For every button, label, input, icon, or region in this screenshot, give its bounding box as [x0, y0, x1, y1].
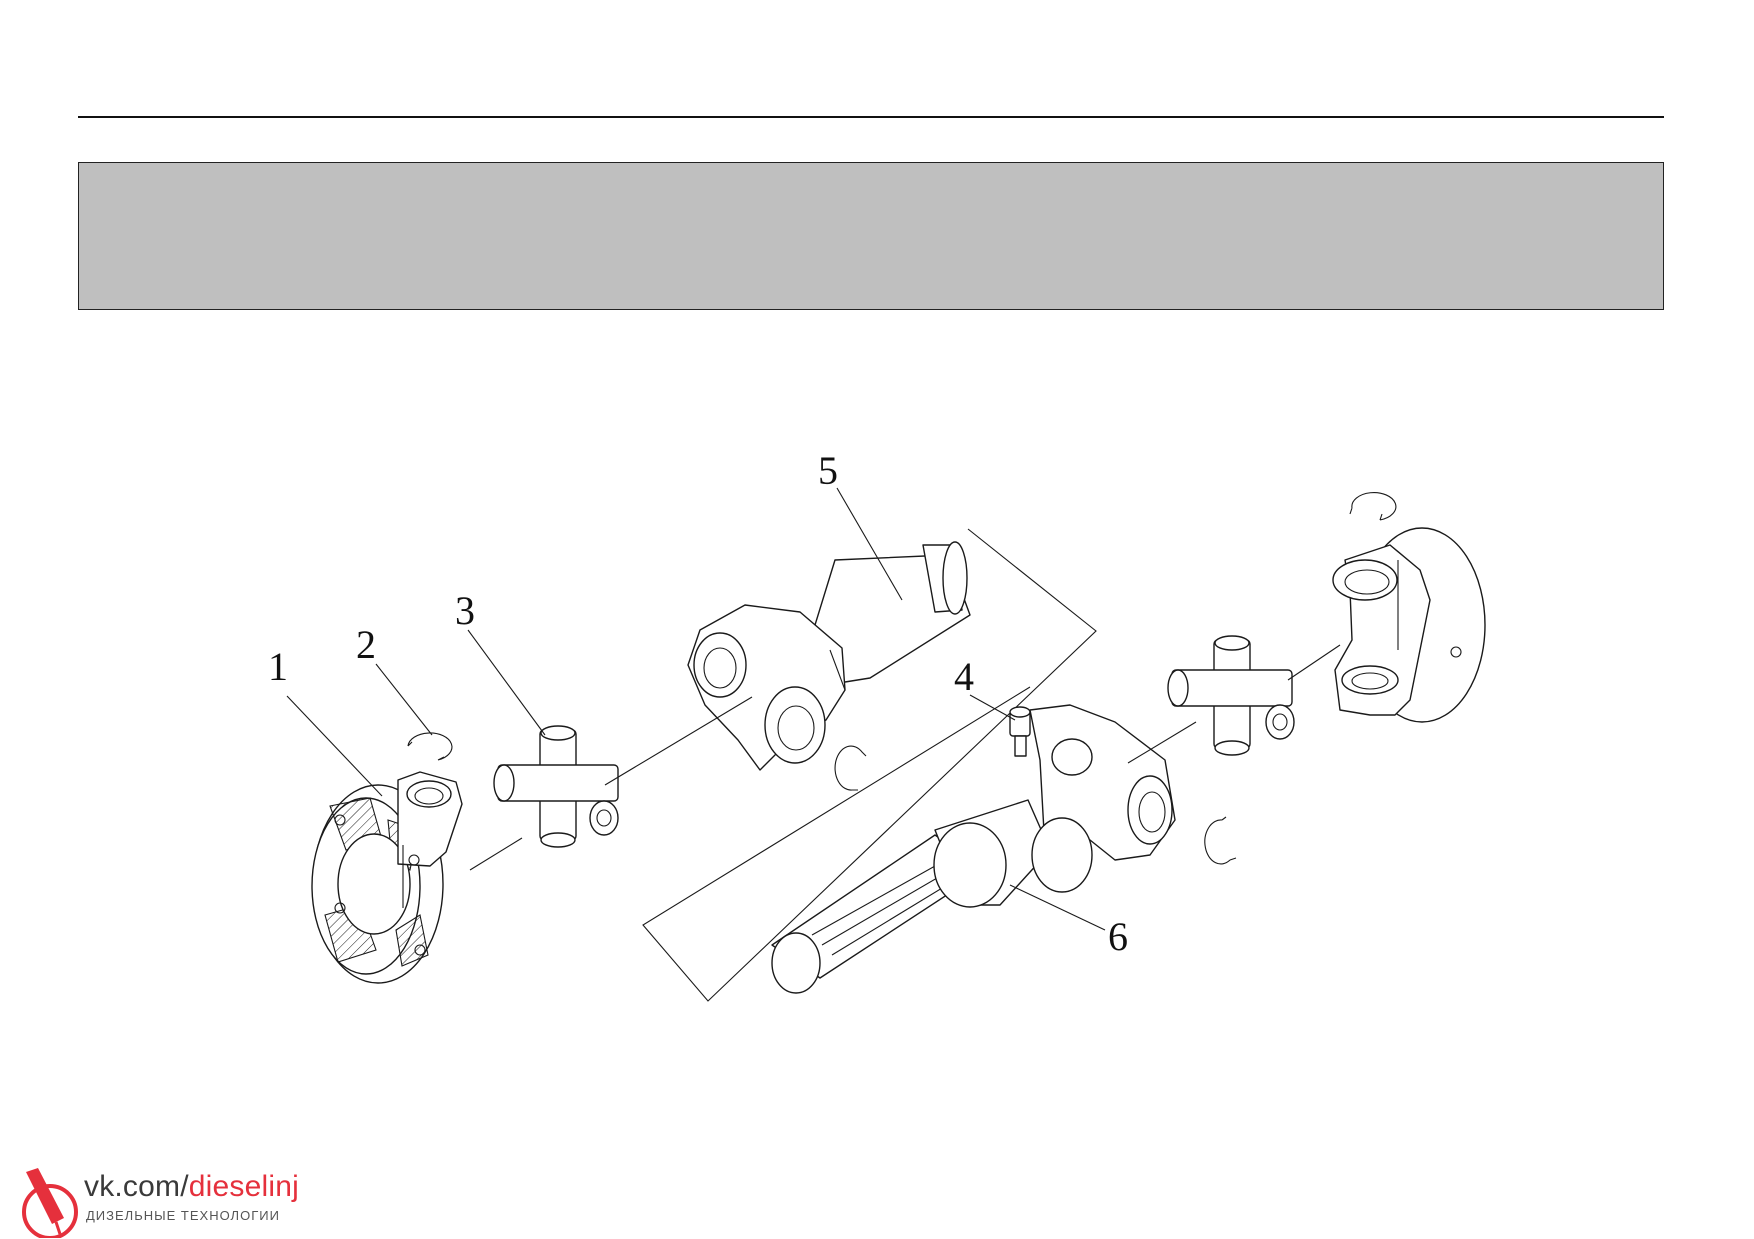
callout-5: 5 [818, 448, 838, 493]
axis-line-3 [1127, 721, 1197, 764]
universal-joint-right [1167, 635, 1295, 756]
flange-yoke-right [1332, 527, 1486, 723]
leader-line-1 [286, 695, 383, 797]
header-band [78, 162, 1664, 310]
leader-line-3 [467, 629, 546, 736]
watermark-url-prefix: vk.com/ [84, 1170, 189, 1203]
watermark-url-accent: dieselinj [188, 1170, 299, 1203]
axis-line-1 [469, 837, 523, 871]
callout-1: 1 [268, 644, 288, 689]
leader-line-4 [969, 694, 1016, 721]
callout-4: 4 [954, 654, 974, 699]
snap-ring-center [834, 745, 867, 791]
assembly-bracket [642, 528, 1097, 1002]
callout-6: 6 [1108, 914, 1128, 959]
watermark-url: vk.com/dieselinj [84, 1170, 299, 1204]
leader-line-5 [836, 487, 903, 601]
axis-line-4 [1287, 644, 1341, 681]
snap-ring-lower-right [1204, 816, 1237, 865]
grease-fitting [1009, 706, 1031, 757]
snap-ring-upper-left [407, 732, 453, 761]
snap-ring-upper-right [1349, 492, 1397, 521]
leader-line-6 [1009, 884, 1106, 931]
top-rule [78, 116, 1664, 118]
injector-icon [22, 1168, 78, 1238]
shaft-tube-yoke [687, 541, 971, 771]
flange-yoke-left [311, 771, 463, 984]
callout-3: 3 [455, 588, 475, 633]
axis-line-2 [604, 696, 753, 786]
universal-joint-left [493, 725, 619, 848]
watermark-subtitle: ДИЗЕЛЬНЫЕ ТЕХНОЛОГИИ [86, 1208, 280, 1223]
slip-yoke-splined [771, 704, 1176, 994]
watermark-logo: vk.com/dieselinj ДИЗЕЛЬНЫЕ ТЕХНОЛОГИИ [12, 1160, 312, 1238]
callout-2: 2 [356, 622, 376, 667]
leader-line-2 [375, 663, 433, 736]
